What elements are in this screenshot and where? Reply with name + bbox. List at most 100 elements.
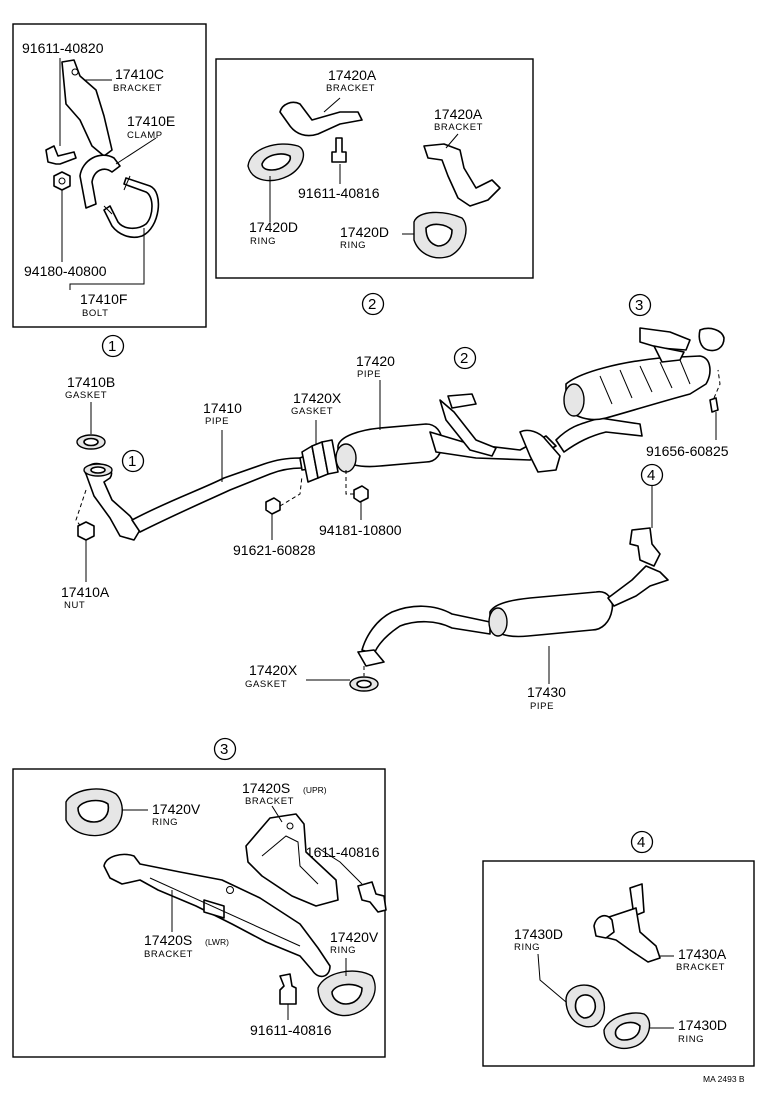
label-gasket-17410B: GASKET — [65, 390, 107, 401]
bolt-91611-40816-2-drawing — [279, 973, 297, 1005]
label-91621-60828: 91621-60828 — [233, 542, 316, 558]
inset-3: 17420V RING 17420S (UPR) BRACKET 91611-4… — [12, 768, 387, 1058]
gasket-17410B-drawing — [76, 434, 106, 450]
label-17430A: 17430A — [678, 946, 727, 962]
bracket-17410C-drawing — [61, 59, 113, 157]
label-17420S-upr: 17420S — [242, 780, 290, 796]
label-gasket-17420X-1: GASKET — [291, 406, 333, 417]
section-marker-1-num: 1 — [128, 453, 136, 470]
bracket-17420A-1-drawing — [279, 101, 363, 137]
label-bracket-17420A-2: BRACKET — [434, 122, 483, 133]
inset-2-frame — [215, 58, 534, 279]
label-17410C: 17410C — [115, 66, 164, 82]
label-gasket-17420X-2: GASKET — [245, 679, 287, 690]
label-17420V-2: 17420V — [330, 929, 379, 945]
bracket-17430A-drawing — [593, 883, 661, 963]
leader-17420S-upr — [271, 805, 283, 823]
label-17430D-1: 17430D — [514, 926, 563, 942]
bolt-91656-60825-drawing — [709, 397, 719, 413]
leader-17430D-1 — [537, 953, 567, 1003]
label-17410F: 17410F — [80, 291, 127, 307]
ring-17420D-2-hole — [425, 223, 453, 247]
section-marker-4-main: 4 — [640, 463, 664, 487]
center-muffler-drawing — [555, 327, 725, 453]
ring-17430D-1-drawing — [565, 984, 605, 1028]
label-bolt-17410F: BOLT — [82, 308, 109, 319]
section-number-3: 3 — [220, 741, 228, 758]
u-bolt-thread-2 — [103, 205, 113, 215]
inset-1: 91611-40820 17410C BRACKET 17410E CLAMP … — [12, 23, 207, 328]
leader-91611-40816-1 — [317, 847, 363, 885]
diagram-ref-code: MA 2493 B — [703, 1074, 745, 1084]
section-number-1: 1 — [108, 338, 116, 355]
label-94180-40800: 94180-40800 — [24, 263, 107, 279]
section-callout-2: 2 — [361, 292, 385, 316]
leader-17410F — [69, 228, 145, 290]
bracket-17420A-2-drawing — [423, 143, 501, 207]
tail-pipe-17430-drawing — [357, 527, 669, 667]
section-marker-3-main: 3 — [628, 293, 652, 317]
nut-94180-40800-drawing — [53, 171, 71, 191]
bolt-91611-40816-drawing — [331, 137, 347, 163]
label-bracket-17420S-upr: BRACKET — [245, 796, 294, 807]
dash-bolt-91621-60828 — [279, 475, 303, 507]
section-number-4: 4 — [637, 834, 645, 851]
bolt-91611-40820-drawing — [45, 145, 77, 165]
label-17420D-2: 17420D — [340, 224, 389, 240]
section-marker-4-num: 4 — [647, 467, 655, 484]
gasket-17420X-2-drawing — [349, 676, 379, 692]
label-17430: 17430 — [527, 684, 566, 700]
label-lwr-tag: (LWR) — [205, 937, 229, 947]
label-nut-17410A: NUT — [64, 600, 85, 611]
bolt-91621-60828-drawing — [265, 497, 281, 515]
muffler-17420-drawing — [335, 393, 561, 473]
label-17420S-lwr: 17420S — [144, 932, 192, 948]
inset-4: 17430D RING 17430A BRACKET 17430D RING — [482, 860, 755, 1067]
label-91611-40820: 91611-40820 — [22, 40, 104, 56]
leader-17420A-2 — [445, 133, 459, 149]
label-17410B: 17410B — [67, 374, 115, 390]
label-bracket-17430A: BRACKET — [676, 962, 725, 973]
label-bracket-17410C: BRACKET — [113, 83, 162, 94]
inset-3-frame — [12, 768, 386, 1058]
section-marker-1-main: 1 — [121, 449, 145, 473]
label-17410A: 17410A — [61, 584, 110, 600]
section-marker-2-num: 2 — [460, 350, 468, 367]
label-17430D-2: 17430D — [678, 1017, 727, 1033]
leader-17420A-1 — [323, 97, 341, 113]
label-17420: 17420 — [356, 353, 395, 369]
label-bracket-17420S-lwr: BRACKET — [144, 949, 193, 960]
label-ring-17430D-1: RING — [514, 942, 540, 953]
bracket-17420S-upr-drawing — [245, 813, 339, 907]
inset-2: 17420A BRACKET 17420A BRACKET 91611-4081… — [215, 58, 534, 279]
front-pipe-17410-drawing — [83, 451, 319, 541]
label-ring-17420V-1: RING — [152, 817, 178, 828]
label-upr-tag: (UPR) — [303, 785, 327, 795]
label-ring-17420V-2: RING — [330, 945, 356, 956]
inset-4-frame — [482, 860, 755, 1067]
label-94181-10800: 94181-10800 — [319, 522, 402, 538]
ring-17430D-2-drawing — [603, 1012, 651, 1049]
gasket-17420X-1-drawing — [301, 439, 339, 483]
section-number-2: 2 — [368, 296, 376, 313]
inset-1-frame — [12, 23, 207, 328]
label-91611-40816-2: 91611-40816 — [250, 1022, 332, 1038]
bracket-hole — [71, 68, 79, 76]
section-callout-4: 4 — [630, 830, 654, 854]
nut-17410A-drawing — [77, 521, 95, 541]
label-91611-40816: 91611-40816 — [298, 185, 380, 201]
dash-bolt-91656-60825 — [713, 369, 721, 399]
section-marker-3-num: 3 — [635, 297, 643, 314]
main-assembly: 17410B GASKET 17410 PIPE 17420X GASKET 1… — [61, 293, 729, 712]
label-bracket-17420A-1: BRACKET — [326, 83, 375, 94]
label-ring-17430D-2: RING — [678, 1034, 704, 1045]
label-17420X-1: 17420X — [293, 390, 342, 406]
ring-17420V-1-drawing — [65, 788, 123, 837]
ring-17420V-2-drawing — [317, 970, 376, 1017]
label-clamp-17410E: CLAMP — [127, 130, 163, 141]
leader-17410E — [115, 137, 157, 165]
u-bolt-17410F-drawing — [103, 177, 160, 239]
label-17420A-2: 17420A — [434, 106, 483, 122]
clamp-17410E-drawing — [79, 154, 121, 209]
